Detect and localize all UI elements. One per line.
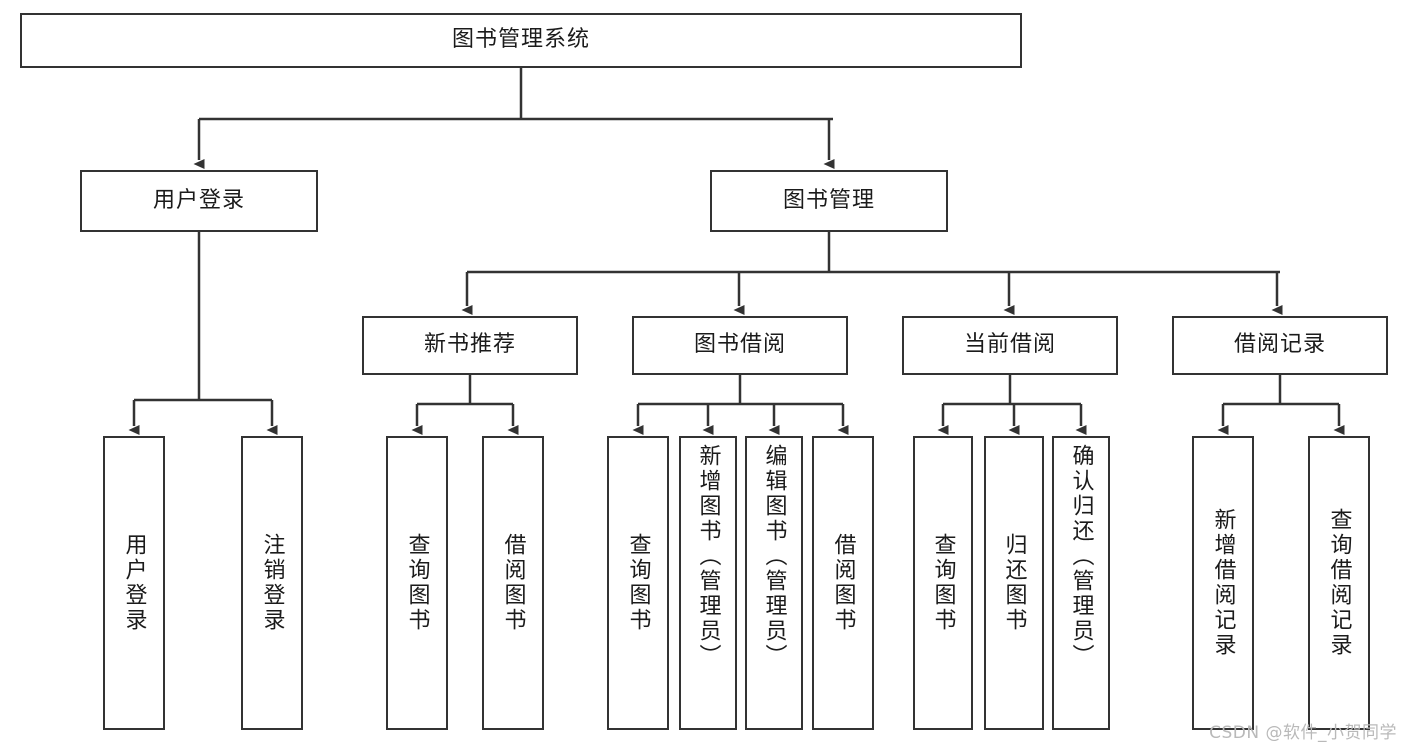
node-leaf-add-record[interactable]: 新增借阅记录 <box>1192 436 1254 730</box>
node-user-login[interactable]: 用户登录 <box>80 170 318 232</box>
node-leaf-add-book[interactable]: 新增图书（管理员） <box>679 436 737 730</box>
node-book-management-label: 图书管理 <box>782 187 875 213</box>
edge-group-borrow-record <box>1217 375 1345 435</box>
node-leaf-query-record[interactable]: 查询借阅记录 <box>1308 436 1370 730</box>
node-root[interactable]: 图书管理系统 <box>20 13 1022 68</box>
node-new-book-recommend[interactable]: 新书推荐 <box>362 316 578 375</box>
node-leaf-query-book-1-label: 查询图书 <box>404 533 430 633</box>
node-book-borrow-label: 图书借阅 <box>693 332 786 358</box>
node-borrow-record[interactable]: 借阅记录 <box>1172 316 1388 375</box>
node-book-borrow[interactable]: 图书借阅 <box>632 316 848 375</box>
node-new-book-recommend-label: 新书推荐 <box>423 332 516 358</box>
node-leaf-add-record-label: 新增借阅记录 <box>1210 508 1236 658</box>
node-leaf-confirm-return-label: 确认归还（管理员） <box>1068 444 1094 669</box>
node-user-login-label: 用户登录 <box>152 187 245 213</box>
node-book-management[interactable]: 图书管理 <box>710 170 948 232</box>
node-root-label: 图书管理系统 <box>451 27 590 53</box>
node-leaf-edit-book-label: 编辑图书（管理员） <box>761 444 787 669</box>
node-leaf-borrow-book-1[interactable]: 借阅图书 <box>482 436 544 730</box>
node-leaf-user-login[interactable]: 用户登录 <box>103 436 165 730</box>
node-leaf-confirm-return[interactable]: 确认归还（管理员） <box>1052 436 1110 730</box>
node-leaf-return-book[interactable]: 归还图书 <box>984 436 1044 730</box>
edge-group-new-book-recommend <box>411 375 519 435</box>
edge-group-current-borrow <box>937 375 1087 435</box>
edge-group-user-login <box>128 232 278 435</box>
node-leaf-query-book-2[interactable]: 查询图书 <box>607 436 669 730</box>
node-leaf-query-book-3[interactable]: 查询图书 <box>913 436 973 730</box>
node-leaf-edit-book[interactable]: 编辑图书（管理员） <box>745 436 803 730</box>
node-leaf-return-book-label: 归还图书 <box>1001 533 1027 633</box>
node-leaf-query-record-label: 查询借阅记录 <box>1326 508 1352 658</box>
node-leaf-borrow-book-2-label: 借阅图书 <box>830 533 856 633</box>
node-leaf-user-login-label: 用户登录 <box>121 533 147 633</box>
node-leaf-logout-label: 注销登录 <box>259 533 285 633</box>
node-current-borrow-label: 当前借阅 <box>963 332 1056 358</box>
edge-group-root <box>193 68 835 169</box>
edge-group-book-borrow <box>632 375 849 435</box>
node-borrow-record-label: 借阅记录 <box>1233 332 1326 358</box>
node-leaf-logout[interactable]: 注销登录 <box>241 436 303 730</box>
node-leaf-query-book-3-label: 查询图书 <box>930 533 956 633</box>
node-leaf-query-book-2-label: 查询图书 <box>625 533 651 633</box>
node-leaf-borrow-book-2[interactable]: 借阅图书 <box>812 436 874 730</box>
node-leaf-borrow-book-1-label: 借阅图书 <box>500 533 526 633</box>
edge-group-book-management <box>461 232 1283 315</box>
node-leaf-add-book-label: 新增图书（管理员） <box>695 444 721 669</box>
node-current-borrow[interactable]: 当前借阅 <box>902 316 1118 375</box>
node-leaf-query-book-1[interactable]: 查询图书 <box>386 436 448 730</box>
